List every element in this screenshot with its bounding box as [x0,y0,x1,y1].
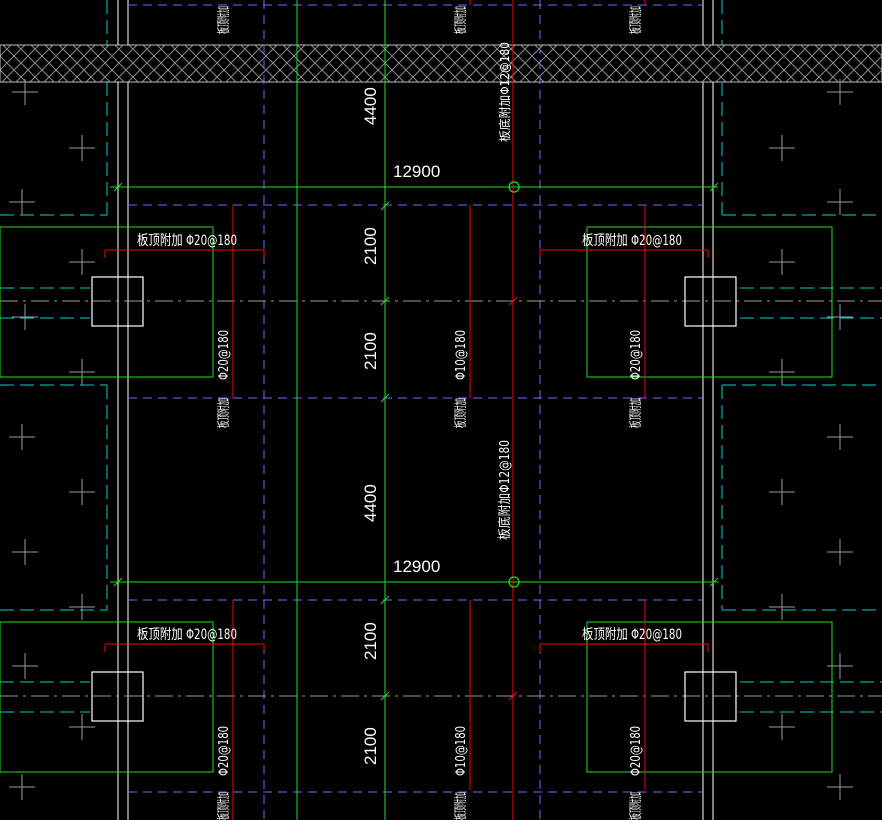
dim-label-2100-1: 2100 [361,227,380,265]
cross-marker [69,249,95,275]
cross-marker [69,714,95,740]
cross-marker [827,304,853,330]
rebar-prefix-right-lower: 板顶附加 [629,792,644,820]
rebar-lines [104,0,709,820]
axis-markers [508,181,520,588]
cross-marker [12,79,38,105]
rebar-prefix-right-upper: 板顶附加 [629,398,644,428]
dim-label-12900-top: 12900 [393,162,440,181]
cross-marker [769,359,795,385]
rebar-phi20-right-lower: Φ20@180 [629,726,644,776]
cross-marker [9,424,35,450]
dim-label-2100-2: 2100 [361,332,380,370]
rebar-prefix-center-lower: 板顶附加 [454,792,469,820]
dim-label-4400-bottom: 4400 [361,484,380,522]
blue-dashed-lines [128,0,703,820]
rebar-label-bottom-left: 板顶附加 Φ20@180 [137,627,237,643]
cross-marker [9,774,35,800]
rebar-prefix-left-upper: 板顶附加 [217,398,232,428]
cross-marker [769,135,795,161]
cross-marker [12,539,38,565]
cross-marker [69,594,95,620]
cross-marker [69,479,95,505]
background-cross-markers [9,79,853,800]
cross-marker [769,594,795,620]
dim-label-4400-top: 4400 [361,87,380,125]
axis-lines [0,300,882,697]
rebar-prefix-top-center: 板顶附加 [454,6,469,34]
rebar-label-top-center-vertical: 板底附加Φ12@180 [497,42,512,142]
cross-marker [769,249,795,275]
cross-marker [69,359,95,385]
cross-marker [827,653,853,679]
dimension-ticks [113,182,719,701]
cross-marker [827,539,853,565]
rebar-phi20-left-lower: Φ20@180 [217,726,232,776]
cross-marker [827,774,853,800]
rebar-phi10-center-lower: Φ10@180 [454,726,469,776]
cross-marker [769,714,795,740]
cross-marker [69,135,95,161]
cross-marker [827,189,853,215]
rebar-prefix-center-upper: 板顶附加 [454,398,469,428]
column-boxes [91,276,737,722]
cross-marker [9,189,35,215]
dim-label-12900-bottom: 12900 [393,557,440,576]
cross-marker [827,424,853,450]
rebar-label-top-right: 板顶附加 Φ20@180 [582,233,682,249]
rebar-label-top-left: 板顶附加 Φ20@180 [137,233,237,249]
green-grid-lines [0,0,833,820]
hatched-beam-band [0,44,882,83]
dim-label-2100-4: 2100 [361,727,380,765]
cyan-dashed-lines [0,0,882,713]
rebar-phi10-center-upper: Φ10@180 [454,330,469,380]
cross-marker [12,304,38,330]
rebar-label-bottom-right: 板顶附加 Φ20@180 [582,627,682,643]
cross-marker [827,79,853,105]
rebar-phi20-right-upper: Φ20@180 [629,330,644,380]
dim-label-2100-3: 2100 [361,622,380,660]
rebar-phi20-left-upper: Φ20@180 [217,330,232,380]
rebar-prefix-left-lower: 板顶附加 [217,792,232,820]
rebar-label-center-vertical: 板底附加Φ12@180 [497,440,513,540]
rebar-prefix-top-left: 板顶附加 [217,6,232,34]
cross-marker [769,479,795,505]
rebar-prefix-top-right: 板顶附加 [629,6,644,34]
cross-marker [12,653,38,679]
wall-lines [117,0,714,820]
